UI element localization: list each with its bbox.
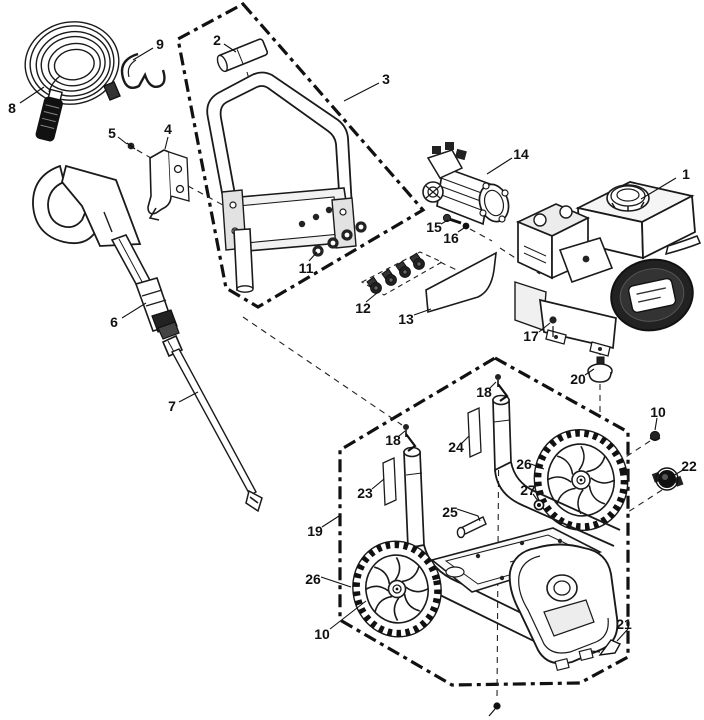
handle-assembly <box>206 71 357 293</box>
decal-strip-24 <box>467 407 482 458</box>
callout-23: 23 <box>357 485 373 501</box>
callout-27: 27 <box>520 482 536 498</box>
callout-8: 8 <box>8 100 16 116</box>
callout-18-left: 18 <box>385 432 401 448</box>
callout-22: 22 <box>681 458 697 474</box>
flag-decal <box>590 639 621 656</box>
grip-tube <box>216 38 269 73</box>
callout-26-right: 26 <box>516 456 532 472</box>
callout-24: 24 <box>448 439 464 455</box>
washer-27 <box>533 499 545 511</box>
screw-5 <box>126 142 136 150</box>
callout-26-left: 26 <box>305 571 321 587</box>
callout-16: 16 <box>443 230 459 246</box>
callout-13: 13 <box>398 311 414 327</box>
plug-16 <box>462 222 470 230</box>
callout-15: 15 <box>426 219 442 235</box>
engine <box>514 181 701 357</box>
lance-wand <box>161 334 263 513</box>
vibration-mount <box>587 356 613 383</box>
pump <box>422 142 510 226</box>
callout-18-right: 18 <box>476 384 492 400</box>
wheel-left <box>352 540 442 638</box>
hose-fitting <box>35 88 63 142</box>
callout-1: 1 <box>682 166 690 182</box>
leader-lines <box>19 43 684 642</box>
cart-assembly-outline <box>338 356 630 687</box>
callout-25: 25 <box>442 504 458 520</box>
callout-21: 21 <box>616 616 632 632</box>
callout-3: 3 <box>382 71 390 87</box>
side-panel <box>425 251 497 314</box>
callout-9: 9 <box>156 36 164 52</box>
bolts-12 <box>360 251 444 296</box>
callout-17: 17 <box>523 328 539 344</box>
decal-strip-23 <box>382 457 397 506</box>
callout-10-left: 10 <box>314 626 330 642</box>
callout-4: 4 <box>164 121 172 137</box>
callout-10-right: 10 <box>650 404 666 420</box>
callout-2: 2 <box>213 32 221 48</box>
clevis-pin <box>456 508 487 539</box>
bolt-17 <box>549 316 557 337</box>
callout-19: 19 <box>307 523 323 539</box>
hook-bracket <box>147 149 190 221</box>
hose-hook <box>120 52 166 89</box>
pressure-hose <box>24 21 121 142</box>
wheel-right <box>533 428 629 532</box>
callout-labels: 1 2 3 4 5 6 7 8 9 10 10 11 12 13 14 15 1… <box>8 32 697 642</box>
callout-6: 6 <box>110 314 118 330</box>
screw-15 <box>442 213 462 225</box>
handle-pin-right <box>495 374 509 402</box>
spray-gun <box>32 164 180 340</box>
callout-14: 14 <box>513 146 529 162</box>
handle-assembly-outline <box>176 1 426 309</box>
handle-pin-left <box>403 424 417 452</box>
hub-cap-right <box>649 430 661 442</box>
alignment-dot <box>488 702 501 717</box>
callout-12: 12 <box>355 300 371 316</box>
callout-11: 11 <box>299 260 314 276</box>
callout-7: 7 <box>168 398 176 414</box>
axle-cap <box>651 467 684 491</box>
callout-20: 20 <box>570 371 586 387</box>
callout-5: 5 <box>108 125 116 141</box>
